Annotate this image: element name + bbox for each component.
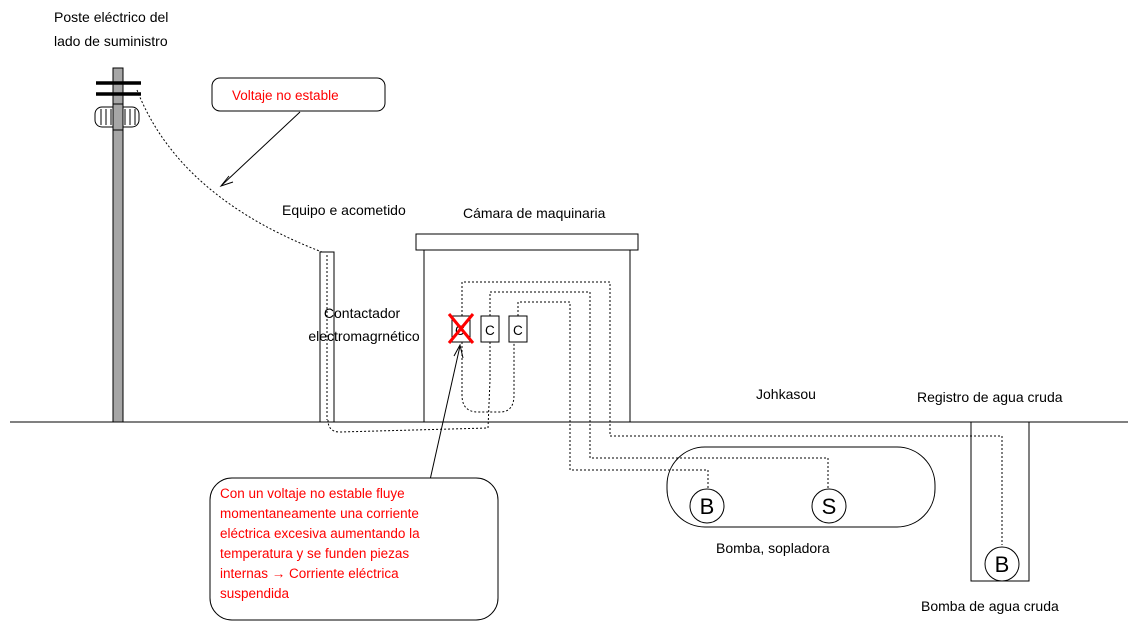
- machine-room-wiring: [327, 281, 1003, 545]
- contactor-3: C: [508, 315, 528, 343]
- contactor-label: Contactador electromagrnético: [308, 305, 419, 344]
- utility-pole: [94, 67, 141, 423]
- pole-title: Poste eléctrico del lado de suministro: [54, 9, 172, 49]
- johkasou-label: Johkasou: [756, 386, 816, 402]
- voltage-callout: Voltaje no estable: [211, 77, 386, 188]
- voltage-callout-arrow: [221, 111, 301, 186]
- svg-text:C: C: [485, 323, 495, 338]
- service-equipment: [319, 251, 335, 423]
- failure-note-text: Con un voltaje no estable fluye momentan…: [220, 486, 423, 601]
- blower-s: S: [811, 488, 847, 524]
- svg-text:C: C: [513, 323, 523, 338]
- raw-water-pump-label: Bomba de agua cruda: [921, 598, 1059, 614]
- pole-shaft: [112, 67, 124, 423]
- svg-text:B: B: [700, 494, 715, 519]
- service-equipment-label: Equipo e acometido: [282, 202, 406, 218]
- failure-note-arrow: [429, 345, 461, 481]
- pump-blower-label: Bomba, sopladora: [716, 540, 830, 556]
- service-drop-wire: [136, 89, 331, 256]
- machine-room-roof: [415, 233, 639, 251]
- johkasou-tank: [666, 446, 936, 528]
- pump-b: B: [689, 488, 725, 524]
- raw-water-pit-label: Registro de agua cruda: [917, 389, 1063, 405]
- raw-water-pump-b: B: [984, 546, 1020, 582]
- contactor-1: C: [447, 313, 475, 344]
- svg-text:B: B: [995, 552, 1010, 577]
- voltage-callout-text: Voltaje no estable: [232, 88, 339, 103]
- svg-text:S: S: [822, 494, 837, 519]
- failure-x-mark: [447, 313, 475, 344]
- contactor-2: C: [480, 315, 500, 343]
- failure-note-callout: Con un voltaje no estable fluye momentan…: [209, 343, 499, 621]
- machine-room-label: Cámara de maquinaria: [463, 205, 606, 221]
